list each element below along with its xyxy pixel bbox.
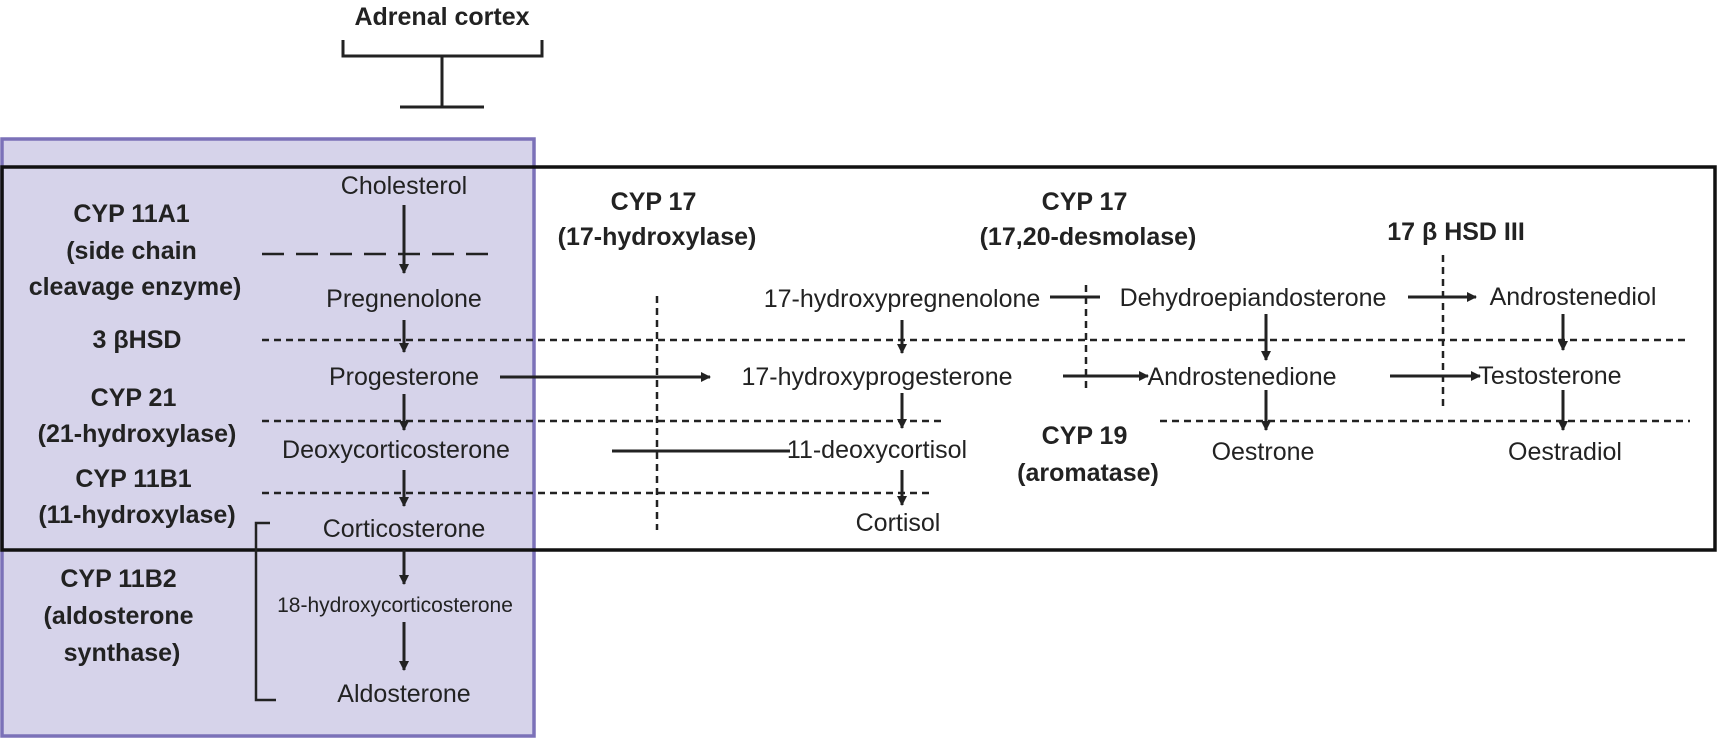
enzyme-17bhsd3: 17 β HSD III	[1387, 218, 1525, 246]
steroid-17-hydroxypregnenolone: 17-hydroxypregnenolone	[764, 285, 1041, 313]
steroid-18-hydroxycorticosterone: 18-hydroxycorticosterone	[277, 594, 513, 617]
enzyme-cyp17-hydroxylase: CYP 17 (17-hydroxylase)	[558, 188, 757, 251]
enzyme-cyp21: CYP 21 (21-hydroxylase)	[38, 384, 237, 448]
steroid-dhea: Dehydroepiandosterone	[1120, 284, 1387, 312]
steroid-androstenediol: Androstenediol	[1490, 283, 1657, 311]
steroid-cortisol: Cortisol	[856, 509, 941, 537]
steroid-testosterone: Testosterone	[1478, 362, 1621, 390]
pathway-frame	[0, 165, 1717, 552]
steroid-17-hydroxyprogesterone: 17-hydroxyprogesterone	[742, 363, 1013, 391]
enzyme-cyp11b1: CYP 11B1 (11-hydroxylase)	[38, 465, 235, 529]
enzyme-3bhsd: 3 βHSD	[93, 326, 182, 354]
steroid-oestradiol: Oestradiol	[1508, 438, 1622, 466]
adrenal-cortex-bracket	[341, 40, 544, 109]
adrenal-cortex-box	[0, 137, 536, 738]
steroid-androstenedione: Androstenedione	[1147, 363, 1336, 391]
steroid-deoxycorticosterone: Deoxycorticosterone	[282, 436, 510, 464]
enzyme-cyp11a1: CYP 11A1 (side chain cleavage enzyme)	[29, 200, 242, 301]
steroid-cholesterol: Cholesterol	[341, 172, 467, 200]
steroid-progesterone: Progesterone	[329, 363, 479, 391]
steroid-oestrone: Oestrone	[1212, 438, 1315, 466]
enzyme-cyp11b2: CYP 11B2 (aldosterone synthase)	[44, 565, 201, 667]
cyp11b2-bracket	[254, 521, 276, 702]
steroid-aldosterone: Aldosterone	[337, 680, 470, 708]
adrenal-cortex-title: Adrenal cortex	[354, 3, 529, 31]
enzyme-cyp17-desmolase: CYP 17 (17,20-desmolase)	[980, 188, 1197, 251]
enzyme-cyp19: CYP 19 (aromatase)	[1017, 422, 1159, 487]
steroid-corticosterone: Corticosterone	[323, 515, 486, 543]
steroid-pregnenolone: Pregnenolone	[326, 285, 482, 313]
steroid-11-deoxycortisol: 11-deoxycortisol	[787, 436, 967, 464]
